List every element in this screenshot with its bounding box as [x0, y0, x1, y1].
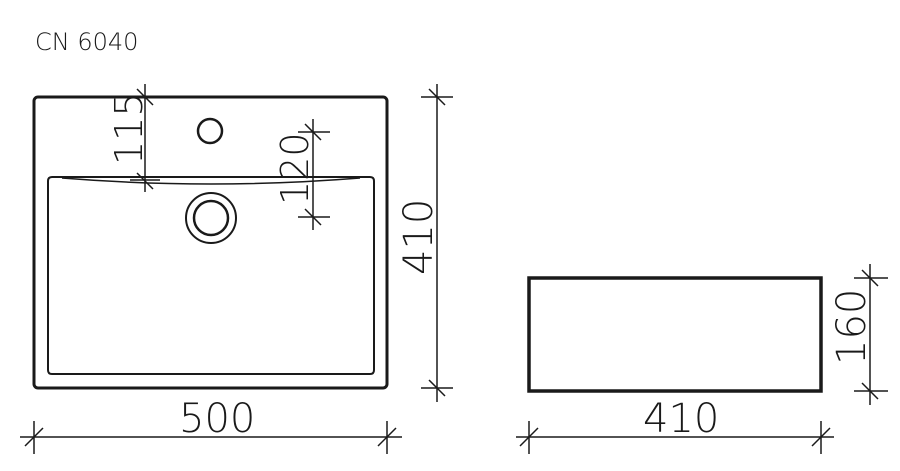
- basin-outline: [32, 95, 389, 390]
- dimension-115-label: 115: [107, 92, 151, 165]
- bowl-outline: [47, 176, 375, 375]
- dimension-depth-label: 410: [396, 199, 442, 275]
- dimension-120: [298, 119, 330, 230]
- dimension-115: [130, 84, 160, 192]
- bowl-rim-curve: [61, 177, 361, 185]
- top-view: [32, 95, 389, 390]
- dimension-width-label: 500: [179, 396, 255, 442]
- dimension-side-width-label: 410: [643, 396, 719, 442]
- dimension-depth: [421, 84, 453, 402]
- side-view-outline: [527, 276, 823, 393]
- dimension-width: [20, 421, 402, 454]
- dimension-side-width: [516, 421, 834, 454]
- drain-inner-icon: [192, 199, 230, 237]
- dimension-120-label: 120: [273, 132, 317, 205]
- drain-outer-icon: [185, 192, 237, 244]
- tap-hole-icon: [196, 117, 224, 145]
- model-title: CN 6040: [35, 28, 139, 56]
- dimension-side-height-label: 160: [829, 289, 875, 365]
- dimension-side-height: [854, 264, 888, 405]
